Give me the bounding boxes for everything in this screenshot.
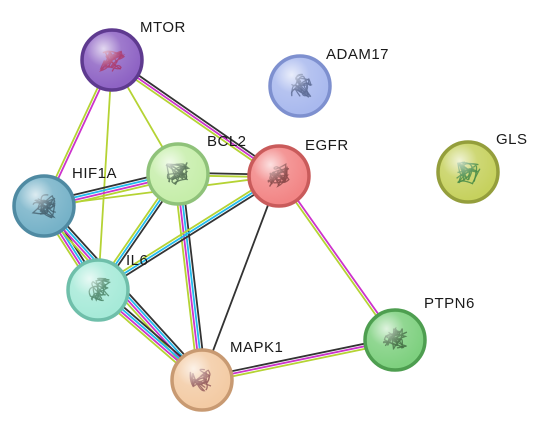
edge-evidence-line bbox=[201, 341, 397, 384]
edge-mtor-il6[interactable] bbox=[97, 59, 113, 291]
edge-evidence-line bbox=[201, 175, 280, 381]
edge-evidence-line bbox=[175, 173, 202, 382]
node-il6[interactable] bbox=[66, 258, 130, 322]
node-highlight bbox=[84, 32, 140, 88]
edge-evidence-line bbox=[178, 172, 205, 381]
node-highlight bbox=[174, 352, 230, 408]
node-mapk1[interactable] bbox=[170, 348, 234, 412]
edge-evidence-line bbox=[97, 175, 280, 291]
edge-mtor-egfr[interactable] bbox=[109, 56, 282, 180]
edge-evidence-line bbox=[173, 173, 200, 382]
edge-evidence-line bbox=[97, 59, 113, 291]
edge-egfr-il6[interactable] bbox=[95, 172, 282, 294]
edge-evidence-line bbox=[279, 174, 397, 341]
edge-evidence-line bbox=[98, 177, 282, 294]
node-label-il6: IL6 bbox=[126, 252, 148, 269]
edge-evidence-line bbox=[109, 61, 279, 180]
edge-evidence-line bbox=[112, 56, 282, 175]
node-label-mtor: MTOR bbox=[140, 19, 186, 36]
node-bcl2[interactable] bbox=[146, 142, 210, 206]
node-highlight bbox=[150, 146, 206, 202]
edge-layer bbox=[39, 56, 397, 384]
edge-mapk1-ptpn6[interactable] bbox=[200, 336, 397, 384]
node-highlight bbox=[70, 262, 126, 318]
node-gls[interactable] bbox=[436, 140, 500, 204]
edge-egfr-mapk1[interactable] bbox=[201, 175, 280, 381]
node-highlight bbox=[367, 312, 423, 368]
node-adam17[interactable] bbox=[268, 54, 332, 118]
node-hif1a[interactable] bbox=[12, 174, 76, 238]
node-label-mapk1: MAPK1 bbox=[230, 339, 283, 356]
node-ptpn6[interactable] bbox=[363, 308, 427, 372]
node-label-gls: GLS bbox=[496, 131, 528, 148]
node-egfr[interactable] bbox=[247, 144, 311, 208]
edge-evidence-line bbox=[201, 339, 396, 381]
edge-evidence-line bbox=[111, 59, 280, 177]
node-label-hif1a: HIF1A bbox=[72, 165, 117, 182]
node-label-bcl2: BCL2 bbox=[207, 133, 247, 150]
node-highlight bbox=[251, 148, 307, 204]
node-layer bbox=[12, 28, 500, 412]
edge-evidence-line bbox=[180, 172, 207, 381]
node-highlight bbox=[272, 58, 328, 114]
edge-egfr-ptpn6[interactable] bbox=[277, 174, 397, 342]
node-highlight bbox=[16, 178, 72, 234]
edge-evidence-line bbox=[277, 175, 395, 342]
edge-evidence-line bbox=[95, 172, 279, 289]
node-mtor[interactable] bbox=[80, 28, 144, 92]
node-label-adam17: ADAM17 bbox=[326, 46, 389, 63]
edge-bcl2-mapk1[interactable] bbox=[173, 172, 207, 382]
edge-evidence-line bbox=[200, 336, 396, 379]
node-label-ptpn6: PTPN6 bbox=[424, 295, 475, 312]
node-label-egfr: EGFR bbox=[305, 137, 349, 154]
node-highlight bbox=[440, 144, 496, 200]
